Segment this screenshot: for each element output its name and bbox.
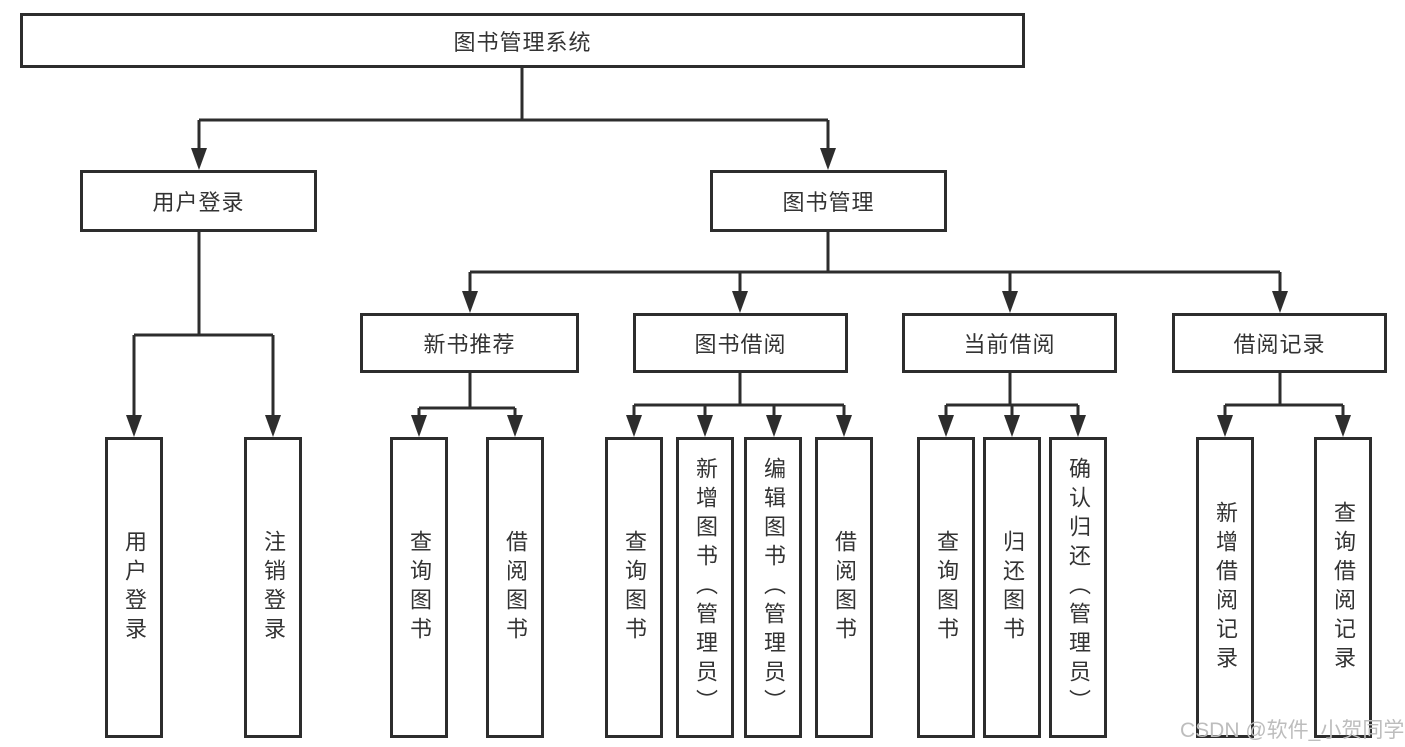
- arrowhead: [126, 415, 142, 437]
- arrowhead: [507, 415, 523, 437]
- arrowhead: [1217, 415, 1233, 437]
- arrowhead: [462, 291, 478, 313]
- arrowhead: [938, 415, 954, 437]
- leaf-query-books-recommend: 查询图书: [390, 437, 448, 738]
- leaf-add-borrow-record: 新增借阅记录: [1196, 437, 1254, 738]
- arrowheads: [126, 148, 1351, 437]
- node-user-login: 用户登录: [80, 170, 317, 232]
- arrowhead: [191, 148, 207, 170]
- connector-mgmt-to-level3: [468, 232, 1282, 293]
- node-new-book-recommend: 新书推荐: [360, 313, 579, 373]
- leaf-borrow-books-borrow: 借阅图书: [815, 437, 873, 738]
- leaf-query-borrow-record: 查询借阅记录: [1314, 437, 1372, 738]
- node-current-borrow: 当前借阅: [902, 313, 1117, 373]
- node-borrow-records: 借阅记录: [1172, 313, 1387, 373]
- leaf-confirm-return-admin: 确认归还（管理员）: [1049, 437, 1107, 738]
- arrowhead: [820, 148, 836, 170]
- leaf-user-login: 用户登录: [105, 437, 163, 738]
- node-book-management: 图书管理: [710, 170, 947, 232]
- arrowhead: [1070, 415, 1086, 437]
- connector-login-to-leaves: [132, 232, 275, 419]
- arrowhead: [626, 415, 642, 437]
- node-book-borrow: 图书借阅: [633, 313, 848, 373]
- leaf-edit-books-admin: 编辑图书（管理员）: [744, 437, 802, 738]
- leaf-return-books: 归还图书: [983, 437, 1041, 738]
- leaf-logout-login: 注销登录: [244, 437, 302, 738]
- leaf-borrow-books-recommend: 借阅图书: [486, 437, 544, 738]
- leaf-query-books-borrow: 查询图书: [605, 437, 663, 738]
- connector-recommend-to-leaves: [417, 373, 517, 419]
- arrowhead: [836, 415, 852, 437]
- arrowhead: [1002, 291, 1018, 313]
- csdn-watermark: CSDN @软件_小贺同学: [1180, 719, 1405, 742]
- arrowhead: [265, 415, 281, 437]
- leaf-add-books-admin: 新增图书（管理员）: [676, 437, 734, 738]
- connector-current-to-leaves: [944, 373, 1080, 419]
- connector-borrow-to-leaves: [632, 373, 846, 419]
- connector-records-to-leaves: [1223, 373, 1345, 419]
- arrowhead: [766, 415, 782, 437]
- node-root: 图书管理系统: [20, 13, 1025, 68]
- arrowhead: [1335, 415, 1351, 437]
- arrowhead: [411, 415, 427, 437]
- arrowhead: [1272, 291, 1288, 313]
- arrowhead: [697, 415, 713, 437]
- arrowhead: [732, 291, 748, 313]
- leaf-query-books-current: 查询图书: [917, 437, 975, 738]
- connector-root-to-level2: [197, 68, 830, 152]
- arrowhead: [1004, 415, 1020, 437]
